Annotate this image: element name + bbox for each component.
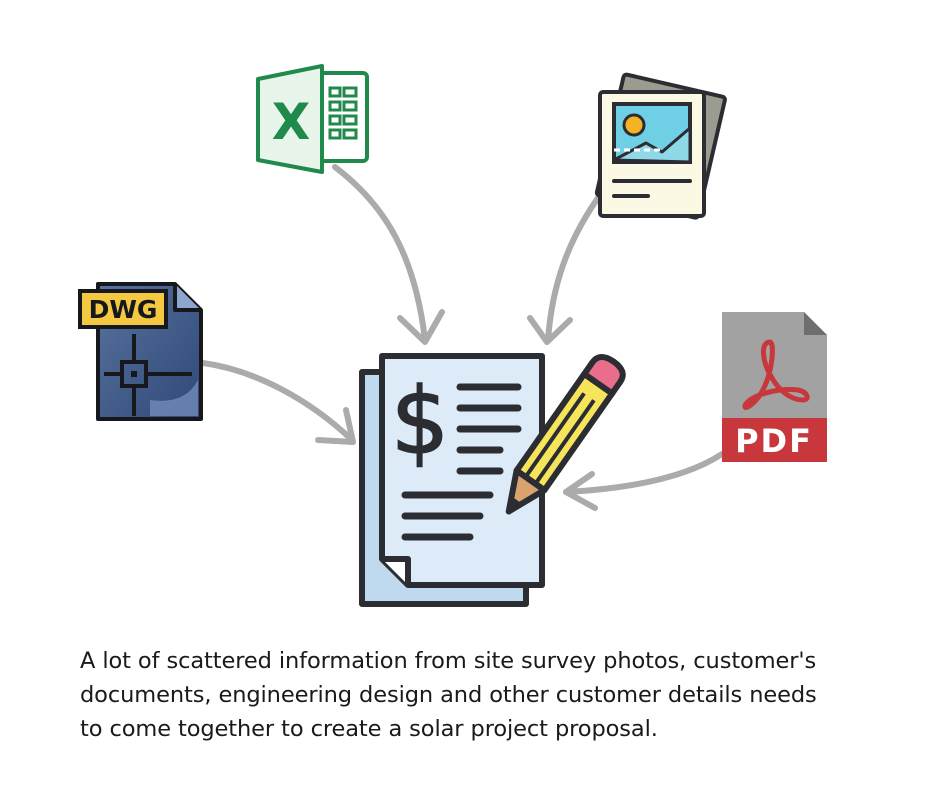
excel-file-icon: X bbox=[256, 64, 369, 174]
arrowhead-excel bbox=[397, 309, 445, 345]
pdf-label: PDF bbox=[735, 422, 813, 460]
arrow-from-dwg bbox=[200, 360, 355, 443]
arrowhead-dwg bbox=[315, 407, 356, 445]
dwg-label: DWG bbox=[89, 295, 158, 324]
caption-line-2: documents, engineering design and other … bbox=[80, 682, 817, 708]
workflow-diagram: X DWG PDF bbox=[78, 64, 827, 607]
arrowhead-photo bbox=[527, 315, 573, 345]
photo-document-icon bbox=[594, 72, 727, 220]
arrows bbox=[200, 164, 725, 511]
arrow-from-photo bbox=[545, 192, 603, 343]
acrobat-symbol bbox=[742, 339, 810, 410]
pdf-file-icon: PDF bbox=[722, 312, 827, 462]
caption-line-3: to come together to create a solar proje… bbox=[80, 716, 658, 742]
arrow-from-excel bbox=[332, 164, 428, 343]
excel-letter: X bbox=[272, 93, 311, 151]
arrow-from-pdf bbox=[563, 451, 725, 495]
dollar-sign: $ bbox=[391, 368, 450, 475]
caption-text: A lot of scattered information from site… bbox=[80, 644, 880, 746]
dwg-file-icon: DWG bbox=[78, 282, 203, 421]
pencil-icon bbox=[505, 353, 626, 515]
caption-line-1: A lot of scattered information from site… bbox=[80, 648, 817, 674]
arrowhead-pdf bbox=[563, 471, 598, 511]
proposal-document-icon: $ bbox=[359, 353, 545, 607]
